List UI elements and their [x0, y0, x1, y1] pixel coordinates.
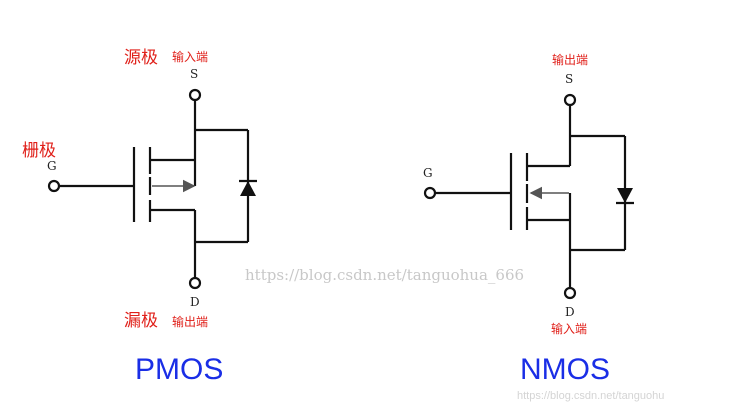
nmos-pin-s: S	[565, 72, 574, 86]
pmos-body-diode	[239, 179, 257, 196]
nmos-body-diode	[616, 188, 634, 205]
pmos-pin-s: S	[190, 67, 199, 81]
pmos-source-role: 输入端	[172, 50, 209, 64]
pmos-title: PMOS	[135, 353, 224, 386]
nmos-title: NMOS	[520, 353, 610, 386]
pmos-pin-d: D	[190, 295, 200, 309]
pmos-drain-label: 漏极	[124, 311, 158, 331]
nmos-pin-g: G	[423, 166, 433, 180]
pmos-drain-role: 输出端	[172, 315, 209, 329]
watermark-corner: https://blog.csdn.net/tanguohu	[517, 390, 665, 402]
nmos-gate-terminal	[423, 186, 437, 200]
pmos-drain-terminal	[188, 276, 202, 290]
nmos-drain-role: 输入端	[551, 322, 588, 336]
pmos-gate-terminal	[47, 179, 61, 193]
watermark-center: https://blog.csdn.net/tanguohua_666	[245, 266, 525, 284]
pmos-symbol	[47, 88, 250, 290]
pmos-gate-label: 栅极	[22, 141, 56, 161]
pmos-source-terminal	[188, 88, 202, 102]
nmos-drain-terminal	[563, 286, 577, 300]
nmos-symbol	[423, 93, 627, 300]
pmos-pin-g: G	[47, 159, 57, 173]
pmos-source-label: 源极	[124, 48, 158, 68]
nmos-pin-d: D	[565, 305, 575, 319]
nmos-source-role: 输出端	[552, 53, 589, 67]
nmos-source-terminal	[563, 93, 577, 107]
